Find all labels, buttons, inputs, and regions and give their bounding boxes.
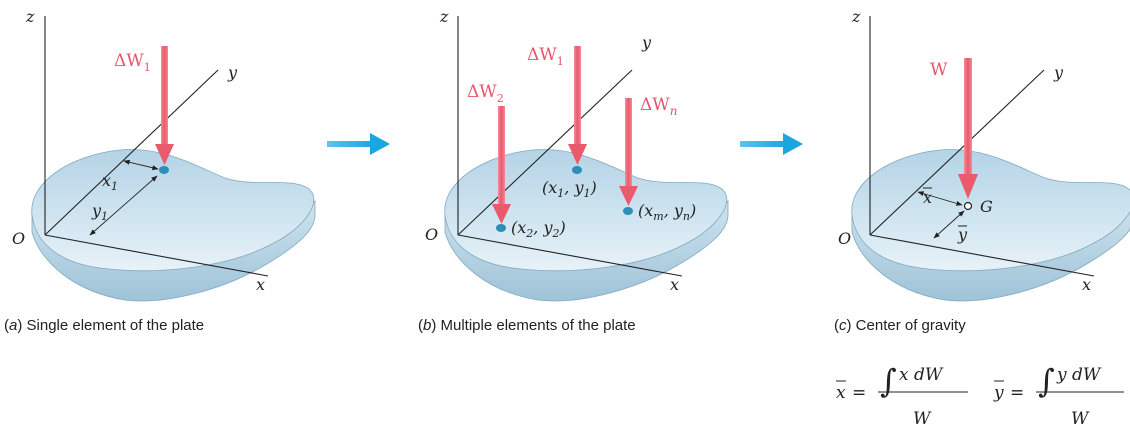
force-label: ΔW1 (114, 51, 151, 74)
dist-y-label: y1 (91, 201, 108, 223)
x-axis (457, 234, 683, 277)
dist-x-arrow (123, 159, 159, 171)
caption-b: (b) Multiple elements of the plate (418, 317, 636, 334)
element-point (159, 166, 169, 174)
dist-y-arrow (89, 175, 158, 236)
origin-label: O (12, 229, 25, 248)
force-arrow-n (619, 98, 638, 206)
y-axis-label: y (1053, 63, 1064, 82)
y-axis-label: y (641, 33, 652, 52)
force-arrow-1 (568, 46, 587, 165)
force-arrow (155, 46, 174, 165)
eq-ybar-equals: = (1010, 383, 1024, 403)
point-n-label: (xm, yn) (638, 201, 696, 223)
dist-x-label: x1 (102, 171, 118, 193)
dist-ybar-label: y (957, 225, 968, 244)
z-axis-label: z (851, 7, 861, 26)
force-label: W (930, 60, 948, 80)
force-arrow-2 (492, 106, 511, 224)
eq-xbar-equals: = (852, 383, 866, 403)
panel-c: z y x O x y G W (c) Center of gravity (834, 7, 1130, 334)
dist-xbar-label: x (923, 188, 932, 207)
eq-xbar-symbol: x (836, 383, 846, 403)
x-axis-label: x (1082, 275, 1091, 294)
z-axis-label: z (25, 7, 35, 26)
force-1-label: ΔW1 (527, 45, 564, 68)
y-axis-label: y (227, 63, 238, 82)
plate-top (851, 149, 1130, 272)
origin-label: O (838, 229, 851, 248)
force-2-label: ΔW2 (467, 82, 504, 105)
z-axis-label: z (439, 7, 449, 26)
y-axis (869, 69, 1045, 236)
eq-ybar-symbol: y (993, 383, 1004, 403)
caption-c: (c) Center of gravity (834, 317, 966, 334)
flow-arrow-1 (327, 133, 390, 155)
centroid-label: G (980, 197, 993, 216)
x-axis-label: x (256, 275, 265, 294)
panel-a: z y x O x1 y1 ΔW1 (a) Single element of … (4, 7, 316, 334)
y-axis (44, 69, 219, 236)
x-axis-label: x (670, 275, 679, 294)
panel-b: z y x O (x1, y1) (x2, y2) (xm, yn) ΔW1 Δ… (418, 7, 729, 334)
equation-xbar: x = ∫ x dW W (836, 362, 968, 429)
eq-ybar-denominator: W (1071, 409, 1090, 429)
dist-ybar-arrow (933, 210, 965, 239)
y-axis (457, 69, 633, 236)
eq-ybar-numerator: y dW (1056, 365, 1102, 385)
flow-arrow-2 (740, 133, 803, 155)
element-point-2 (496, 224, 506, 232)
force-n-label: ΔWn (640, 95, 677, 118)
caption-a: (a) Single element of the plate (4, 317, 204, 334)
element-point-n (623, 207, 633, 215)
x-axis (869, 234, 1095, 277)
centroid-point (963, 201, 973, 211)
equation-ybar: y = ∫ y dW W (993, 362, 1124, 429)
eq-xbar-denominator: W (913, 409, 932, 429)
point-1-label: (x1, y1) (542, 178, 597, 200)
point-2-label: (x2, y2) (511, 218, 566, 240)
eq-xbar-integral: ∫ (880, 362, 897, 400)
force-arrow (958, 58, 978, 199)
eq-ybar-integral: ∫ (1038, 362, 1055, 400)
element-point-1 (572, 166, 582, 174)
origin-label: O (425, 225, 438, 244)
eq-xbar-numerator: x dW (899, 365, 944, 385)
x-axis (44, 234, 269, 277)
dist-xbar-arrow (917, 191, 963, 206)
